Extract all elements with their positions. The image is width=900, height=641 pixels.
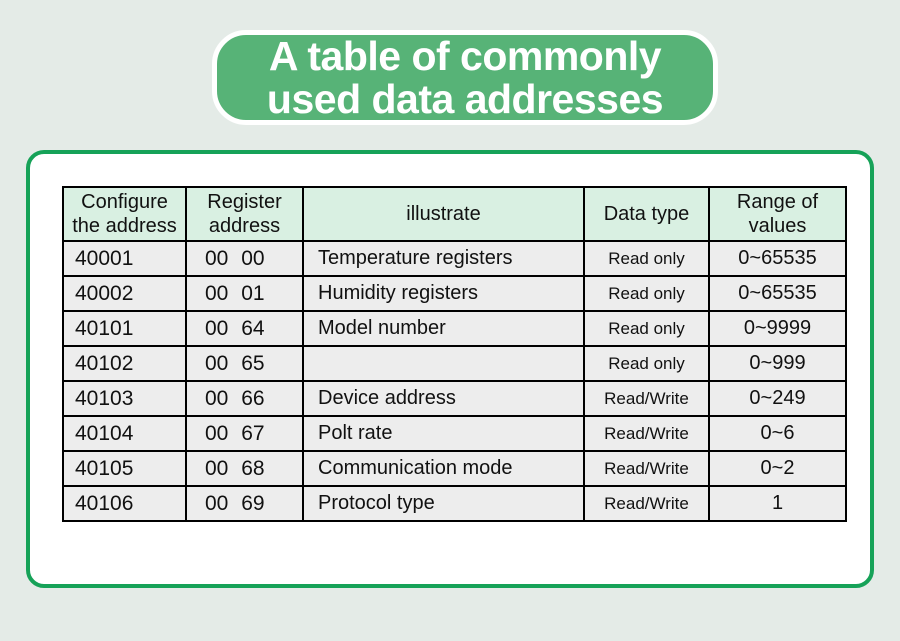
cell-range-of-values: 1 (708, 485, 847, 522)
column-header-data-type: Data type (583, 186, 710, 242)
table-card: Configure the address Register address i… (26, 150, 874, 588)
cell-data-type: Read/Write (583, 450, 710, 487)
cell-register-address: 00 64 (185, 310, 304, 347)
cell-illustrate: Temperature registers (302, 240, 585, 277)
cell-illustrate: Humidity registers (302, 275, 585, 312)
cell-range-of-values: 0~2 (708, 450, 847, 487)
cell-register-address: 00 69 (185, 485, 304, 522)
table-row: 40102 00 65 Read only 0~999 (62, 345, 847, 382)
cell-range-of-values: 0~249 (708, 380, 847, 417)
data-address-table: Configure the address Register address i… (62, 186, 847, 522)
table-row: 40001 00 00 Temperature registers Read o… (62, 240, 847, 277)
cell-data-type: Read/Write (583, 380, 710, 417)
title-banner: A table of commonly used data addresses (212, 30, 718, 125)
page-title-line-2: used data addresses (266, 75, 664, 122)
cell-configure-address: 40101 (62, 310, 187, 347)
cell-data-type: Read only (583, 240, 710, 277)
cell-data-type: Read/Write (583, 415, 710, 452)
cell-configure-address: 40104 (62, 415, 187, 452)
cell-data-type: Read only (583, 345, 710, 382)
cell-register-address: 00 00 (185, 240, 304, 277)
cell-register-address: 00 65 (185, 345, 304, 382)
cell-register-address: 00 66 (185, 380, 304, 417)
table-row: 40104 00 67 Polt rate Read/Write 0~6 (62, 415, 847, 452)
column-header-register-address: Register address (185, 186, 304, 242)
cell-data-type: Read only (583, 275, 710, 312)
cell-illustrate (302, 345, 585, 382)
cell-configure-address: 40103 (62, 380, 187, 417)
cell-illustrate: Communication mode (302, 450, 585, 487)
cell-range-of-values: 0~65535 (708, 275, 847, 312)
cell-register-address: 00 68 (185, 450, 304, 487)
cell-configure-address: 40001 (62, 240, 187, 277)
cell-configure-address: 40105 (62, 450, 187, 487)
cell-register-address: 00 01 (185, 275, 304, 312)
column-header-illustrate: illustrate (302, 186, 585, 242)
cell-illustrate: Model number (302, 310, 585, 347)
table-row: 40103 00 66 Device address Read/Write 0~… (62, 380, 847, 417)
column-header-configure-address: Configure the address (62, 186, 187, 242)
cell-configure-address: 40102 (62, 345, 187, 382)
cell-illustrate: Protocol type (302, 485, 585, 522)
cell-illustrate: Device address (302, 380, 585, 417)
cell-range-of-values: 0~65535 (708, 240, 847, 277)
cell-data-type: Read/Write (583, 485, 710, 522)
cell-configure-address: 40002 (62, 275, 187, 312)
table-row: 40002 00 01 Humidity registers Read only… (62, 275, 847, 312)
cell-data-type: Read only (583, 310, 710, 347)
cell-illustrate: Polt rate (302, 415, 585, 452)
cell-range-of-values: 0~6 (708, 415, 847, 452)
table-row: 40105 00 68 Communication mode Read/Writ… (62, 450, 847, 487)
header-row: Configure the address Register address i… (62, 186, 847, 242)
cell-range-of-values: 0~999 (708, 345, 847, 382)
column-header-range-of-values: Range of values (708, 186, 847, 242)
cell-register-address: 00 67 (185, 415, 304, 452)
table-row: 40101 00 64 Model number Read only 0~999… (62, 310, 847, 347)
cell-configure-address: 40106 (62, 485, 187, 522)
cell-range-of-values: 0~9999 (708, 310, 847, 347)
table-row: 40106 00 69 Protocol type Read/Write 1 (62, 485, 847, 522)
page-title-line-1: A table of commonly (268, 32, 662, 79)
